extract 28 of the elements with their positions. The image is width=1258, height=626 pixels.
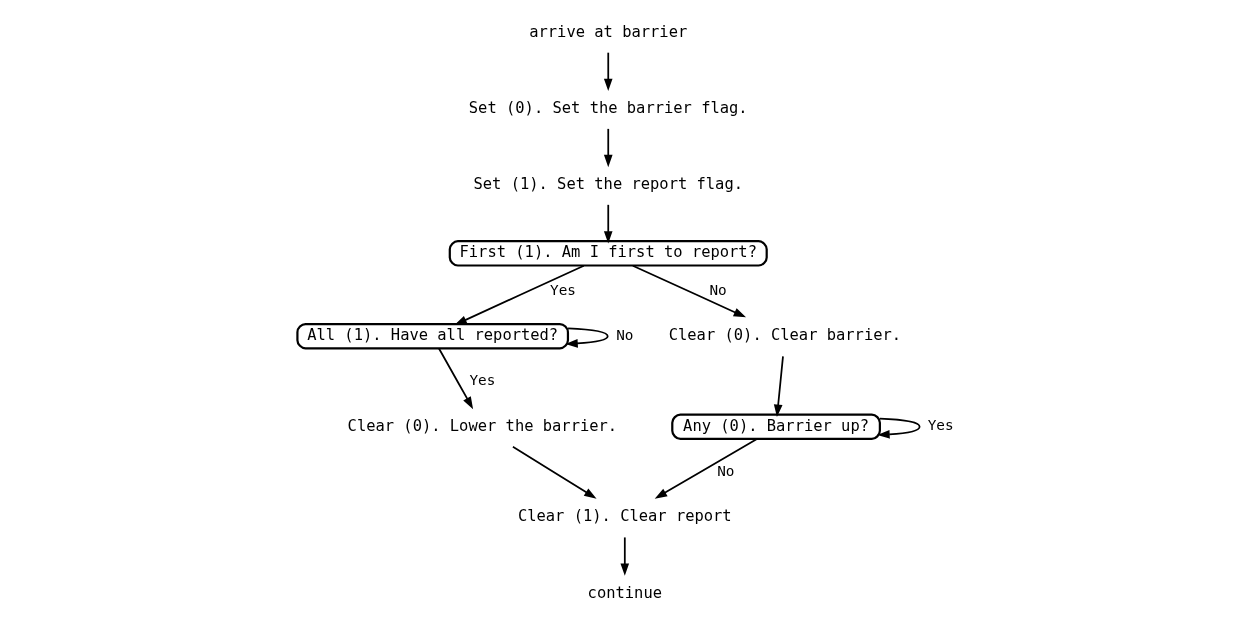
arrow xyxy=(631,264,746,318)
arrow xyxy=(564,327,609,348)
node-box: Any (0). Barrier up? xyxy=(670,413,881,440)
arrow xyxy=(619,536,629,576)
edge-label: Yes xyxy=(549,281,576,298)
node-text: Clear (0). Clear barrier. xyxy=(668,326,901,345)
edge-label: Yes xyxy=(468,372,495,389)
node-box: All (1). Have all reported? xyxy=(295,322,569,350)
node-box: First (1). Am I first to report? xyxy=(448,240,768,267)
edge-label: Yes xyxy=(927,417,954,434)
arrow xyxy=(511,445,597,499)
arrow xyxy=(603,51,613,92)
edge-label: No xyxy=(615,326,633,343)
arrow xyxy=(654,438,758,499)
node-text: Clear (0). Lower the barrier. xyxy=(347,416,617,435)
node-text: arrive at barrier xyxy=(528,22,687,41)
arrow xyxy=(453,264,585,326)
node-text: continue xyxy=(587,583,662,602)
arrow xyxy=(603,128,613,168)
node-text: Set (1). Set the report flag. xyxy=(472,175,743,193)
arrow xyxy=(603,203,613,244)
node-text: Set (0). Set the barrier flag. xyxy=(468,98,748,117)
edge-label: No xyxy=(716,462,734,479)
arrow xyxy=(773,355,784,417)
arrow xyxy=(437,347,473,410)
arrow xyxy=(876,417,920,439)
edge-label: No xyxy=(708,281,727,298)
node-text: Clear (1). Clear report xyxy=(517,507,732,526)
